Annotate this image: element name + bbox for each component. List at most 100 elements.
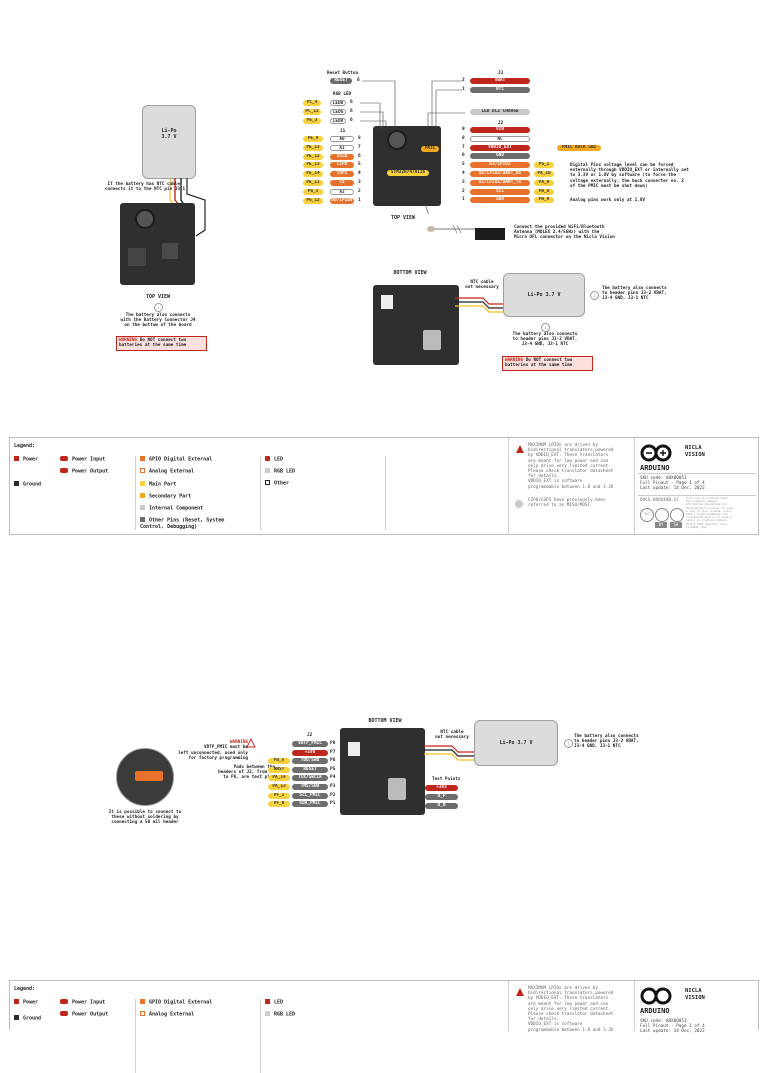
j1-pin-num: 3 <box>358 180 361 185</box>
cc-sa: SA <box>670 522 682 528</box>
test-pin-num: P3 <box>330 784 336 789</box>
legend-divider <box>634 981 635 1031</box>
j1-port: PE_11 <box>303 180 323 186</box>
legend-divider <box>135 456 136 530</box>
antenna-note: Connect the provided WiFi/Bluetooth Ante… <box>514 225 615 241</box>
led-name: LEDG <box>330 109 346 115</box>
legend-label: LED <box>274 456 284 463</box>
max-note: MAXIMUM LPIOs are driven by bidirectiona… <box>528 986 614 1033</box>
j2-pin-name: D2/LPIO2/UART_RX <box>470 171 530 177</box>
test-pin-name: SCL_PMIC <box>292 792 328 799</box>
pmic-buck: PMIC BUCK SW2 <box>557 145 601 151</box>
test-pin-name: TCK/SWCLK <box>292 775 328 782</box>
legend-divider <box>508 981 509 1031</box>
j1-pin-num: 7 <box>358 144 361 150</box>
battery-warning-left: WARNING Do NOT connect two batteries at … <box>116 336 207 351</box>
legend-divider <box>508 438 509 534</box>
battery-label: Li-Po 3.7 V <box>161 128 177 140</box>
j2-pin-num: 7 <box>462 144 465 150</box>
j1-port: PE_12 <box>303 153 323 160</box>
legend-label: Power <box>23 999 39 1006</box>
j2-port: PB_8 <box>534 188 554 195</box>
led-num: 6 <box>350 118 353 123</box>
header-note-1b: The battery also connects to header pins… <box>512 332 578 348</box>
legend-title: Legend: <box>14 443 36 449</box>
test-pin-num: P2 <box>330 792 336 798</box>
j1-pin-name: SCLK <box>330 153 354 160</box>
j1-pin-num: 1 <box>358 197 361 203</box>
legend-label: Analog External <box>149 1011 195 1018</box>
j1-pin-num: 8 <box>358 136 361 141</box>
product-name: NICLA VISION <box>685 445 705 458</box>
test-pin-num: P1 <box>330 801 336 807</box>
j1-pin-name: COPI <box>330 171 354 178</box>
legend-label: RGB LED <box>274 1011 296 1018</box>
info-icon: i <box>590 291 599 300</box>
test-pin-name: TDO/SWO <box>292 758 328 765</box>
docs-site: DOCS.ARDUINO.CC <box>640 498 679 503</box>
legend-label: LED <box>274 999 284 1006</box>
legend-label: Power Input <box>72 456 106 463</box>
test-point: +3V3 <box>425 785 458 791</box>
test-pin-num: P8 <box>330 741 336 746</box>
bottom-view-board-1 <box>373 285 459 365</box>
test-pin-port: PB_5 <box>268 758 290 765</box>
ntc-cable-note-2: NTC cable not necessary <box>435 730 469 741</box>
header-note-1: The battery also connects to header pins… <box>602 286 667 302</box>
j1-port: PE_4 <box>303 136 323 142</box>
j3-ntc: NTC <box>470 87 530 93</box>
j2-title: J2 <box>498 121 504 126</box>
legend-divider <box>260 456 261 530</box>
legend-divider <box>135 999 136 1073</box>
reset-button-title: Reset Button <box>327 71 359 76</box>
legend-label: Secondary Part <box>149 493 192 500</box>
digital-note: Digital Pins voltage level can be forced… <box>570 163 689 189</box>
warning-text: VDTP_PMIC must be left unconnected, used… <box>178 745 248 761</box>
bottom-view-board-2 <box>340 728 425 815</box>
connect-note: It is possible to connect to these witho… <box>108 810 182 826</box>
arduino-logo-icon <box>640 987 672 1005</box>
j2-pin-name: VIN <box>470 127 530 133</box>
legend-label: Power Output <box>72 468 109 475</box>
j2-pin-num: 8 <box>462 135 465 141</box>
connector-note: The battery also connects with the Batte… <box>120 313 196 329</box>
legend-label: Main Part <box>149 481 177 488</box>
sa-icon <box>670 508 684 522</box>
led-name: LEDR <box>330 118 346 124</box>
legend-panel-2: Legend: Power Ground Power Input Power O… <box>9 980 759 1073</box>
j1-title: J1 <box>340 129 346 134</box>
j3-title: J3 <box>498 71 504 76</box>
legend-label: Other <box>274 480 290 487</box>
led-num: 6 <box>350 109 353 114</box>
brand-name: ARDUINO <box>640 464 670 472</box>
brand-divider <box>638 473 756 474</box>
battery-label-bottom-2: Li-Po 3.7 V <box>499 740 533 746</box>
j2-pin-name: GND <box>470 153 530 160</box>
j2-pin-name: SDA <box>470 197 530 204</box>
legend-gpio: GPIO Digital External <box>140 456 212 463</box>
bottom-view-label-2: BOTTOM VIEW <box>368 718 402 724</box>
top-battery: Li-Po 3.7 V <box>142 105 196 179</box>
j2-port: PB_9 <box>534 197 554 204</box>
pmic-label: PMIC <box>421 146 439 152</box>
j1-port: PG_3 <box>303 188 323 195</box>
legend-title: Legend: <box>14 986 36 992</box>
legend-label: Internal Component <box>149 505 204 512</box>
led-name: LEDB <box>330 100 346 106</box>
legend-label: Power <box>23 456 39 463</box>
arduino-logo-icon <box>640 444 672 462</box>
j2-pin-name: VDDIO_EXT <box>470 144 530 151</box>
top-view-label-main: TOP VIEW <box>390 215 416 221</box>
info-icon <box>515 500 523 508</box>
j1-port: PE_14 <box>303 171 323 178</box>
top-view-board-main: PMIC STM32H747AII6 <box>373 126 441 206</box>
bottom-battery-2: Li-Po 3.7 V <box>474 720 558 766</box>
legend-gpio: GPIO Digital External <box>140 999 212 1006</box>
j2-pin-num: 6 <box>462 153 465 159</box>
test-pin-num: P7 <box>330 749 336 755</box>
top-view-board-left <box>120 203 195 285</box>
legend-label: Power Input <box>72 999 106 1006</box>
test-pin-port: PF_1 <box>268 792 290 799</box>
warning-prefix: WARNING <box>505 358 524 363</box>
j2-pin-num: 4 <box>462 171 465 176</box>
